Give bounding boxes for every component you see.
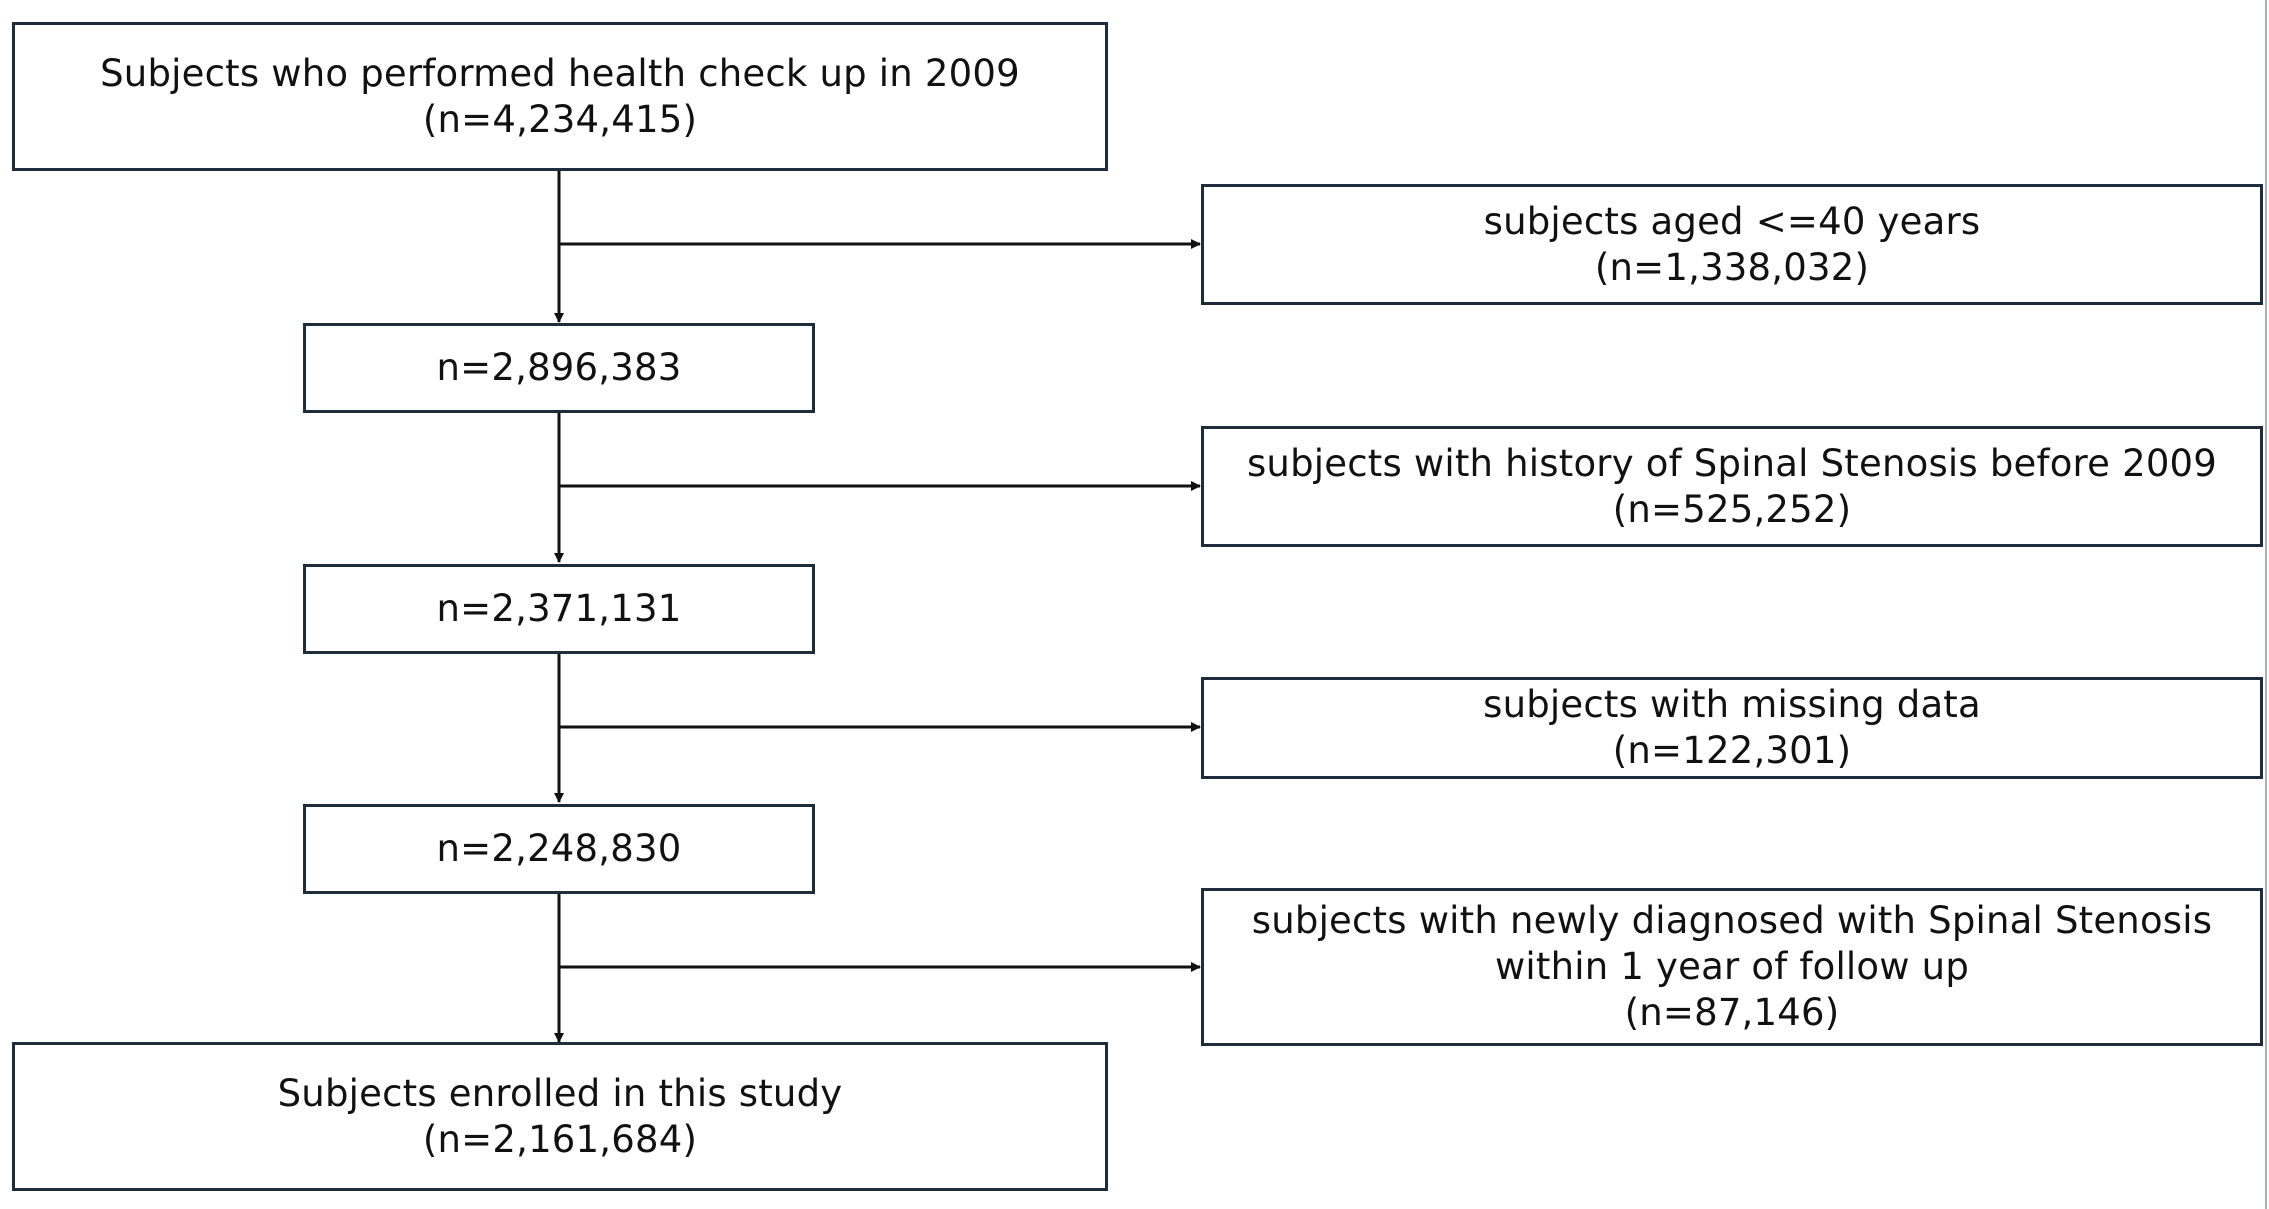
exclusion-box-age-count: (n=1,338,032) [1594,245,1870,289]
exclusion-box-missing-label: subjects with missing data [1483,683,1981,726]
remaining-box-3: n=2,248,830 [303,804,815,894]
remaining-box-2-count: n=2,371,131 [436,587,682,630]
start-box-count: (n=4,234,415) [422,97,698,141]
remaining-box-2: n=2,371,131 [303,564,815,654]
exclusion-box-missing-count: (n=122,301) [1612,729,1852,772]
exclusion-box-newly-diagnosed-count: (n=87,146) [1624,991,1840,1034]
exclusion-box-history: subjects with history of Spinal Stenosis… [1201,426,2263,547]
remaining-box-1: n=2,896,383 [303,323,815,413]
exclusion-box-history-count: (n=525,252) [1612,487,1852,531]
final-box: Subjects enrolled in this study (n=2,161… [12,1042,1108,1191]
exclusion-box-newly-diagnosed: subjects with newly diagnosed with Spina… [1201,888,2263,1046]
page-edge-divider [2265,0,2267,1209]
exclusion-box-newly-diagnosed-label-2: within 1 year of follow up [1494,945,1970,988]
exclusion-box-missing: subjects with missing data (n=122,301) [1201,677,2263,779]
exclusion-box-age-label: subjects aged <=40 years [1483,199,1981,243]
exclusion-box-history-label: subjects with history of Spinal Stenosis… [1246,441,2218,485]
final-box-count: (n=2,161,684) [422,1117,698,1161]
remaining-box-3-count: n=2,248,830 [436,827,682,870]
exclusion-box-newly-diagnosed-label: subjects with newly diagnosed with Spina… [1251,899,2213,942]
remaining-box-1-count: n=2,896,383 [436,346,682,389]
exclusion-box-age: subjects aged <=40 years (n=1,338,032) [1201,184,2263,305]
start-box: Subjects who performed health check up i… [12,22,1108,171]
start-box-label: Subjects who performed health check up i… [100,51,1020,95]
final-box-label: Subjects enrolled in this study [277,1071,843,1115]
